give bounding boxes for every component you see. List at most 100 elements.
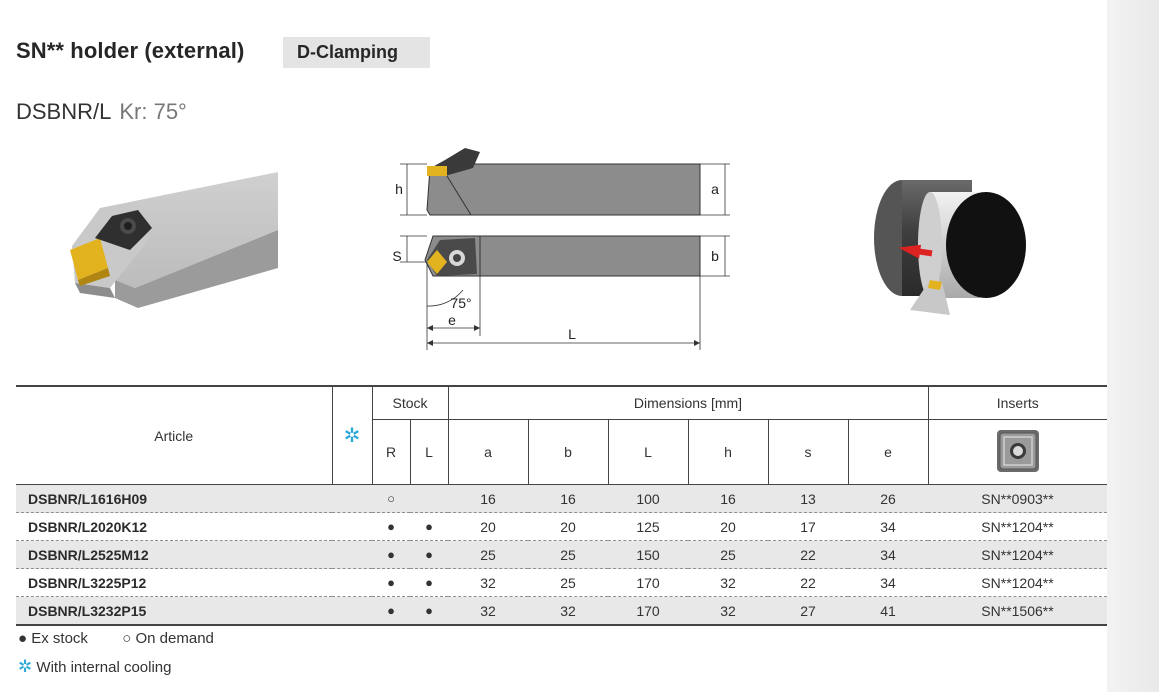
legend-ex-stock: Ex stock (31, 630, 88, 647)
cell-article: DSBNR/L2525M12 (16, 540, 332, 569)
cell-h: 25 (688, 540, 768, 569)
table-row: DSBNR/L2020K12 ● ● 20 20 125 20 17 34 SN… (16, 512, 1107, 541)
legend-on-demand: On demand (135, 630, 214, 647)
cell-stock-l: ● (410, 512, 448, 541)
model-line: DSBNR/L Kr: 75° (16, 99, 187, 125)
cell-insert: SN**1204** (928, 512, 1107, 541)
header-dim-e: e (847, 419, 928, 485)
header-stock-l: L (409, 419, 448, 485)
cell-h: 16 (688, 484, 768, 513)
cell-insert: SN**0903** (928, 484, 1107, 513)
cell-cooling (332, 512, 372, 541)
dim-label-e: e (448, 312, 456, 328)
dim-label-angle: 75° (450, 295, 471, 311)
header-dim-b: b (527, 419, 608, 485)
cell-stock-l (410, 484, 448, 513)
cell-article: DSBNR/L3225P12 (16, 568, 332, 597)
header-dim-L: L (607, 419, 688, 485)
cell-cooling (332, 484, 372, 513)
cell-a: 32 (448, 568, 528, 597)
cell-h: 20 (688, 512, 768, 541)
cell-cooling (332, 568, 372, 597)
header-inserts: Inserts (927, 386, 1107, 420)
cell-s: 27 (768, 596, 848, 626)
table-row: DSBNR/L3225P12 ● ● 32 25 170 32 22 34 SN… (16, 568, 1107, 597)
cell-e: 34 (848, 540, 928, 569)
cell-s: 22 (768, 568, 848, 597)
cell-b: 16 (528, 484, 608, 513)
header-dimensions: Dimensions [mm] (447, 386, 928, 420)
cell-a: 16 (448, 484, 528, 513)
snowflake-icon: ✲ (18, 657, 33, 676)
cell-stock-l: ● (410, 596, 448, 626)
cell-s: 13 (768, 484, 848, 513)
legend-cooling-text: With internal cooling (36, 659, 172, 676)
cell-article: DSBNR/L3232P15 (16, 596, 332, 626)
table-row: DSBNR/L1616H09 ○ 16 16 100 16 13 26 SN**… (16, 484, 1107, 513)
cell-stock-r: ● (372, 540, 410, 569)
header-dim-s: s (767, 419, 848, 485)
header-stock: Stock (371, 386, 448, 420)
dim-label-L: L (568, 326, 576, 342)
cell-h: 32 (688, 596, 768, 626)
cell-stock-l: ● (410, 540, 448, 569)
cell-cooling (332, 540, 372, 569)
cell-insert: SN**1204** (928, 568, 1107, 597)
legend-stock: ● Ex stock ○ On demand (18, 630, 214, 647)
kr-angle: Kr: 75° (119, 99, 187, 124)
cell-a: 32 (448, 596, 528, 626)
cell-stock-r: ○ (372, 484, 410, 513)
cell-insert: SN**1204** (928, 540, 1107, 569)
cell-stock-r: ● (372, 568, 410, 597)
insert-header-cell (927, 419, 1107, 485)
cell-b: 32 (528, 596, 608, 626)
clamping-badge: D-Clamping (283, 37, 430, 68)
filled-dot-icon: ● (18, 630, 28, 647)
cell-L: 125 (608, 512, 688, 541)
cell-a: 20 (448, 512, 528, 541)
holder-photo (70, 172, 278, 308)
cell-e: 34 (848, 512, 928, 541)
cell-insert: SN**1506** (928, 596, 1107, 626)
header-dim-h: h (687, 419, 768, 485)
header-stock-r: R (371, 419, 410, 485)
cell-stock-r: ● (372, 512, 410, 541)
cell-b: 25 (528, 568, 608, 597)
cell-s: 22 (768, 540, 848, 569)
cell-b: 20 (528, 512, 608, 541)
cell-L: 170 (608, 568, 688, 597)
dim-label-a: a (711, 181, 719, 197)
spec-table: Article ✲ Stock Dimensions [mm] Inserts … (16, 385, 1107, 626)
cell-a: 25 (448, 540, 528, 569)
dimension-drawing: h a S b 75° e L (392, 148, 730, 350)
cell-cooling (332, 596, 372, 626)
cell-stock-l: ● (410, 568, 448, 597)
cell-e: 41 (848, 596, 928, 626)
snowflake-icon: ✲ (331, 386, 372, 485)
cell-b: 25 (528, 540, 608, 569)
model-code: DSBNR/L (16, 99, 112, 124)
header-dim-a: a (447, 419, 528, 485)
dim-label-s: S (392, 248, 401, 264)
workpiece-illustration (874, 180, 1026, 315)
cell-article: DSBNR/L1616H09 (16, 484, 332, 513)
cell-article: DSBNR/L2020K12 (16, 512, 332, 541)
cell-stock-r: ● (372, 596, 410, 626)
cell-s: 17 (768, 512, 848, 541)
cell-L: 150 (608, 540, 688, 569)
legend-cooling: ✲ With internal cooling (18, 657, 172, 677)
header-article: Article (154, 427, 194, 444)
cell-e: 34 (848, 568, 928, 597)
dim-label-b: b (711, 248, 719, 264)
cell-e: 26 (848, 484, 928, 513)
hollow-dot-icon: ○ (122, 630, 132, 647)
cell-L: 170 (608, 596, 688, 626)
page-title: SN** holder (external) (16, 38, 245, 63)
dim-label-h: h (395, 181, 403, 197)
cell-h: 32 (688, 568, 768, 597)
square-insert-icon (996, 429, 1039, 472)
table-row: DSBNR/L2525M12 ● ● 25 25 150 25 22 34 SN… (16, 540, 1107, 569)
cell-L: 100 (608, 484, 688, 513)
table-row: DSBNR/L3232P15 ● ● 32 32 170 32 27 41 SN… (16, 596, 1107, 626)
page-edge (1107, 0, 1159, 692)
